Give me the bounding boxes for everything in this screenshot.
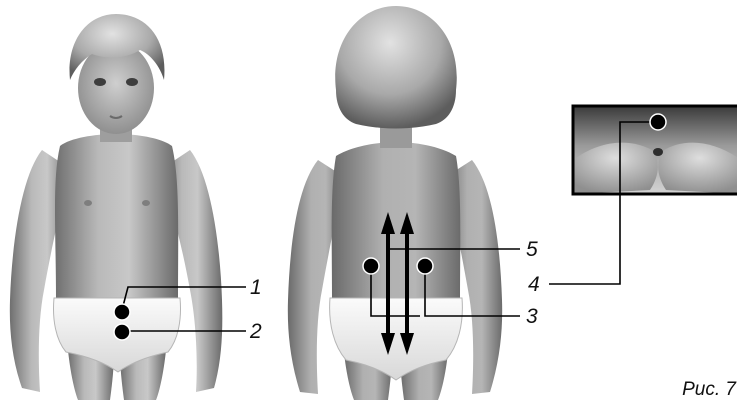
label-point-4: 4 [528, 273, 540, 296]
marker-point-3-left [363, 258, 379, 274]
label-point-1: 1 [250, 276, 262, 299]
figure-caption: Рис. 7 [682, 379, 737, 400]
child-back-figure [288, 6, 502, 400]
marker-point-1 [114, 304, 130, 320]
marker-point-4 [650, 114, 666, 130]
label-point-5: 5 [526, 238, 538, 261]
child-front-figure [10, 14, 223, 400]
marker-point-2 [114, 324, 130, 340]
label-point-3: 3 [526, 305, 538, 328]
label-point-2: 2 [249, 320, 262, 343]
marker-point-3-right [417, 258, 433, 274]
